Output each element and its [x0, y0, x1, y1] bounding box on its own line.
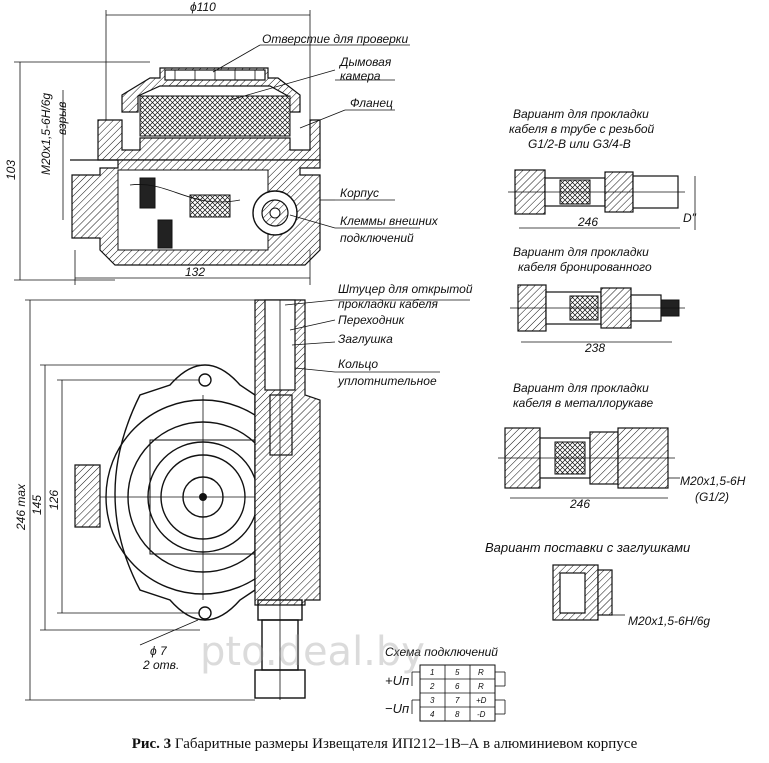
variant-4-thread: M20x1,5-6H/6g	[628, 614, 710, 628]
dim-thread-side: M20x1,5-6H/6g	[39, 93, 53, 175]
dim-h103: 103	[4, 160, 18, 180]
scheme-cell: +D	[476, 696, 487, 705]
callout-fitting-2: прокладки кабеля	[338, 297, 438, 311]
variant-3-thread: M20x1,5-6H	[680, 474, 746, 488]
variant-3-line-2: кабеля в металлорукаве	[513, 396, 653, 410]
caption-text: Габаритные размеры Извещателя ИП212–1В–А…	[174, 736, 638, 752]
variant-1-line-1: Вариант для прокладки	[513, 107, 649, 121]
dim-w132: 132	[185, 265, 205, 279]
callout-plug: Заглушка	[338, 332, 393, 346]
variant-3-g: (G1/2)	[695, 490, 729, 504]
caption-fig-label: Рис. 3	[131, 736, 172, 752]
callout-body: Корпус	[340, 186, 379, 200]
variant-3-line-1: Вариант для прокладки	[513, 381, 649, 395]
scheme-title: Схема подключений	[385, 645, 498, 659]
variant-2-dim: 238	[584, 341, 605, 355]
variant-3-dim: 246	[569, 497, 590, 511]
scheme-plus-label: +Uп	[385, 673, 409, 688]
callout-ring-1: Кольцо	[338, 357, 378, 371]
callout-smoke-chamber-1: Дымовая	[338, 55, 392, 69]
dim-holes-count: 2 отв.	[142, 658, 179, 672]
variant-1-d: D"	[683, 211, 697, 225]
variant-3-drawing	[498, 427, 680, 499]
variant-2-line-2: кабеля бронированного	[518, 260, 652, 274]
scheme-cell: 4	[430, 710, 435, 719]
dim-d110: ϕ110	[190, 0, 216, 14]
callout-adapter: Переходник	[338, 313, 406, 327]
scheme-cell: R	[478, 682, 484, 691]
scheme-minus-label: −Uп	[385, 701, 409, 716]
scheme-cell: 3	[430, 696, 435, 705]
variant-1-drawing	[508, 169, 696, 230]
scheme-cell: 5	[455, 668, 460, 677]
callout-terminals-2: подключений	[340, 231, 414, 245]
watermark: pto.deal.by	[200, 629, 425, 675]
variant-4-title: Вариант поставки с заглушками	[485, 540, 690, 555]
variant-1-line-2: кабеля в трубе с резьбой	[509, 122, 654, 136]
variant-1-dim: 246	[577, 215, 598, 229]
callout-leaders	[212, 44, 470, 373]
scheme-cell: -D	[477, 710, 486, 719]
dim-h126: 126	[47, 490, 61, 510]
scheme-cell: R	[478, 668, 484, 677]
dim-hole: ϕ 7	[150, 644, 168, 658]
dim-explosion: взрыв	[55, 102, 69, 135]
callout-smoke-chamber-2: камера	[340, 69, 381, 83]
dim-h145: 145	[30, 495, 44, 515]
figure-caption: Рис. 3 Габаритные размеры Извещателя ИП2…	[0, 736, 769, 753]
top-section-view	[14, 10, 321, 285]
callout-fitting-1: Штуцер для открытой	[338, 282, 473, 296]
callout-ring-2: уплотнительное	[337, 374, 437, 388]
callout-terminals-1: Клеммы внешних	[340, 214, 439, 228]
variant-2-line-1: Вариант для прокладки	[513, 245, 649, 259]
bottom-plan-view	[25, 299, 321, 701]
variant-4-drawing	[552, 564, 625, 621]
dim-h246: 246 max	[14, 483, 28, 531]
connection-scheme	[411, 664, 506, 722]
scheme-cell: 6	[455, 682, 460, 691]
callout-check-hole: Отверстие для проверки	[262, 32, 408, 46]
variant-1-line-3: G1/2-B или G3/4-B	[528, 137, 631, 151]
scheme-cell: 8	[455, 710, 460, 719]
callout-flange: Фланец	[350, 96, 393, 110]
variant-2-drawing	[510, 284, 685, 343]
scheme-cell: 2	[429, 682, 435, 691]
scheme-cell: 1	[430, 668, 434, 677]
scheme-cell: 7	[455, 696, 460, 705]
